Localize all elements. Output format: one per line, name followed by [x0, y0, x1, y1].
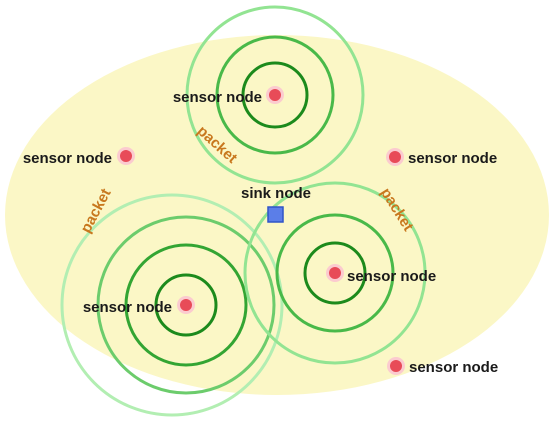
range-rings-right [243, 181, 427, 365]
sensor-node-bottom-left [177, 296, 195, 314]
range-rings-bottom-left [60, 193, 284, 417]
ring-outer [185, 5, 365, 185]
label-sink: sink node [241, 185, 311, 202]
ring-inner [154, 273, 218, 337]
ring-outermost [60, 193, 284, 417]
sensor-node-bottom-right [387, 357, 405, 375]
label-sensor-left: sensor node [23, 150, 112, 167]
ring-inner [241, 61, 309, 129]
ring-middle [275, 213, 395, 333]
sensor-node-mid-right [326, 264, 344, 282]
sensor-node-left [117, 147, 135, 165]
ring-outer [96, 215, 276, 395]
ring-middle [215, 35, 335, 155]
label-sensor-mid-right: sensor node [347, 268, 436, 285]
label-sensor-right: sensor node [408, 150, 497, 167]
ring-outer [243, 181, 427, 365]
range-rings-top [185, 5, 365, 185]
ring-middle [124, 243, 248, 367]
sink-node-marker [267, 206, 284, 223]
ring-inner [303, 241, 367, 305]
sensor-node-top [266, 86, 284, 104]
label-sensor-bottom-right: sensor node [409, 359, 498, 376]
label-sensor-top: sensor node [173, 89, 262, 106]
sensor-node-right [386, 148, 404, 166]
label-sensor-bottom-left: sensor node [83, 299, 172, 316]
